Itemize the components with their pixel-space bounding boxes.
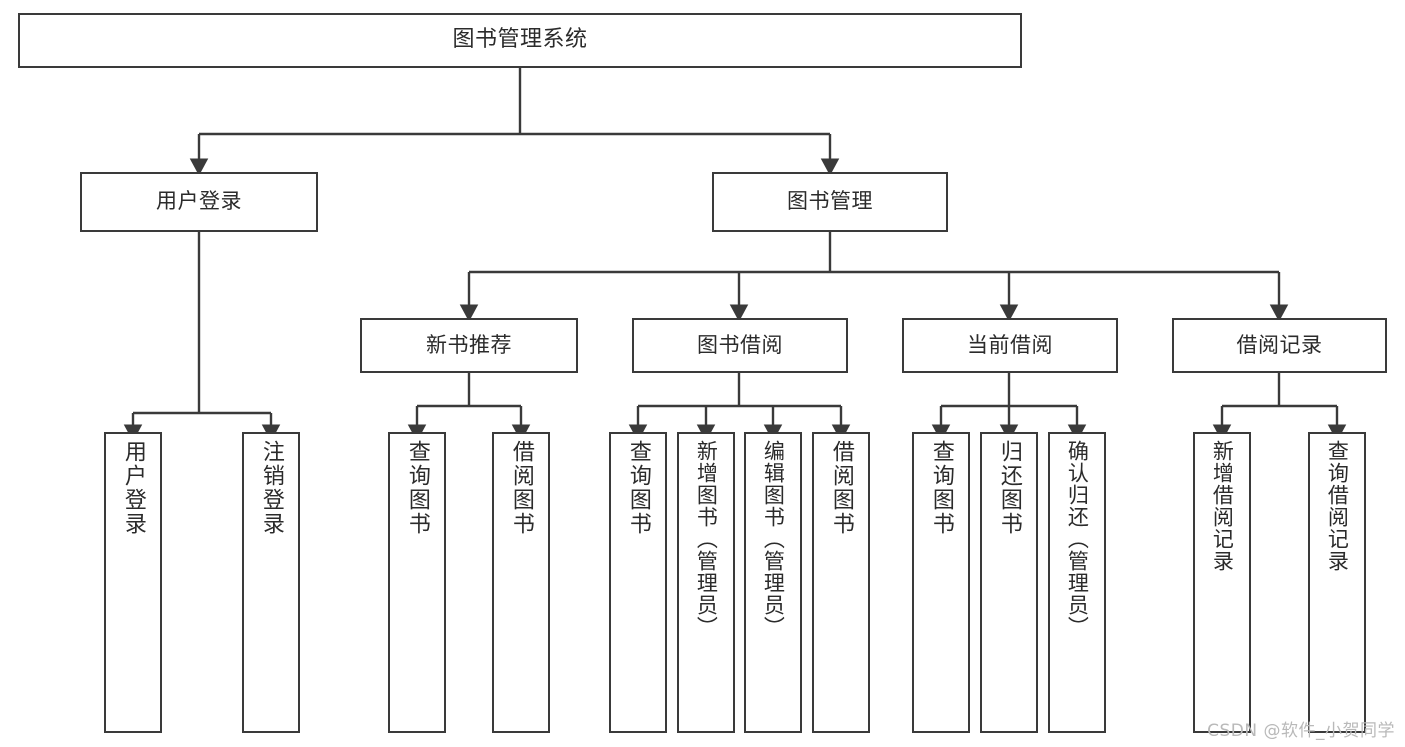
node-leaf-add-borrow-record-label: 新增借阅记录 bbox=[1210, 440, 1235, 572]
node-leaf-borrow-book-1[interactable]: 借阅图书 bbox=[492, 432, 550, 733]
node-leaf-query-book-3-label: 查询图书 bbox=[928, 440, 954, 536]
node-current-borrow-label: 当前借阅 bbox=[967, 332, 1053, 357]
node-book-borrow-label: 图书借阅 bbox=[697, 332, 783, 357]
node-leaf-logout-login-label: 注销登录 bbox=[258, 440, 284, 536]
node-leaf-edit-book-admin-label: 编辑图书（管理员） bbox=[761, 440, 786, 638]
node-leaf-confirm-return-admin[interactable]: 确认归还（管理员） bbox=[1048, 432, 1106, 733]
node-leaf-confirm-return-admin-label: 确认归还（管理员） bbox=[1065, 440, 1090, 638]
node-root-label: 图书管理系统 bbox=[452, 27, 588, 53]
node-leaf-borrow-book-2[interactable]: 借阅图书 bbox=[812, 432, 870, 733]
node-leaf-user-login[interactable]: 用户登录 bbox=[104, 432, 162, 733]
node-leaf-query-book-2[interactable]: 查询图书 bbox=[609, 432, 667, 733]
node-leaf-query-borrow-record[interactable]: 查询借阅记录 bbox=[1308, 432, 1366, 733]
watermark-text: CSDN @软件_小贺同学 bbox=[1207, 721, 1395, 741]
node-new-book-recommend-label: 新书推荐 bbox=[426, 332, 512, 357]
node-leaf-return-book-label: 归还图书 bbox=[996, 440, 1022, 536]
node-leaf-borrow-book-2-label: 借阅图书 bbox=[828, 440, 854, 536]
node-current-borrow[interactable]: 当前借阅 bbox=[902, 318, 1118, 373]
node-book-management[interactable]: 图书管理 bbox=[712, 172, 948, 232]
node-leaf-add-book-admin-label: 新增图书（管理员） bbox=[694, 440, 719, 638]
node-leaf-add-borrow-record[interactable]: 新增借阅记录 bbox=[1193, 432, 1251, 733]
node-leaf-query-book-1-label: 查询图书 bbox=[404, 440, 430, 536]
node-leaf-query-book-3[interactable]: 查询图书 bbox=[912, 432, 970, 733]
node-borrow-record[interactable]: 借阅记录 bbox=[1172, 318, 1387, 373]
node-leaf-logout-login[interactable]: 注销登录 bbox=[242, 432, 300, 733]
node-leaf-query-borrow-record-label: 查询借阅记录 bbox=[1325, 440, 1350, 572]
node-root[interactable]: 图书管理系统 bbox=[18, 13, 1022, 68]
node-leaf-return-book[interactable]: 归还图书 bbox=[980, 432, 1038, 733]
node-leaf-borrow-book-1-label: 借阅图书 bbox=[508, 440, 534, 536]
node-new-book-recommend[interactable]: 新书推荐 bbox=[360, 318, 578, 373]
node-leaf-edit-book-admin[interactable]: 编辑图书（管理员） bbox=[744, 432, 802, 733]
node-leaf-query-book-1[interactable]: 查询图书 bbox=[388, 432, 446, 733]
node-leaf-query-book-2-label: 查询图书 bbox=[625, 440, 651, 536]
node-book-management-label: 图书管理 bbox=[787, 189, 873, 214]
node-user-login-label: 用户登录 bbox=[156, 189, 242, 214]
node-leaf-user-login-label: 用户登录 bbox=[120, 440, 146, 536]
node-book-borrow[interactable]: 图书借阅 bbox=[632, 318, 848, 373]
node-user-login[interactable]: 用户登录 bbox=[80, 172, 318, 232]
node-borrow-record-label: 借阅记录 bbox=[1236, 332, 1323, 357]
node-leaf-add-book-admin[interactable]: 新增图书（管理员） bbox=[677, 432, 735, 733]
